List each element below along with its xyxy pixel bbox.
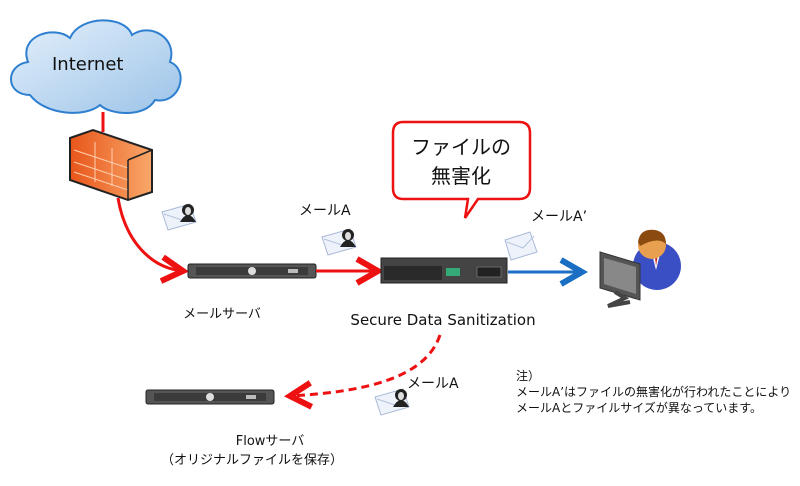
mail-server-label: メールサーバ — [183, 307, 261, 322]
sanitizer-label: Secure Data Sanitization — [350, 311, 536, 329]
clean-mail-icon — [504, 231, 538, 261]
mail-server-icon — [187, 263, 317, 279]
flow-server-sublabel: （オリジナルファイルを保存） — [160, 453, 344, 468]
malicious-mail-icon — [374, 388, 410, 416]
edge-label-mail-a: メールA — [299, 203, 351, 219]
sanitizer-server-icon — [380, 257, 508, 284]
note-line2: メールAとファイルサイズが異なっています。 — [516, 401, 763, 415]
note-line1: メールA’はファイルの無害化が行われたことにより — [516, 385, 792, 399]
internet-cloud — [10, 19, 182, 114]
flow-server-icon — [145, 389, 275, 405]
speech-bubble — [391, 120, 532, 219]
bubble-line1: ファイルの — [411, 135, 511, 159]
flow-server-label: Flowサーバ — [235, 434, 305, 449]
firewall-icon — [69, 128, 153, 202]
user-at-computer-icon — [599, 229, 681, 308]
note-title: 注） — [516, 369, 541, 383]
malicious-mail-icon — [321, 228, 357, 256]
edge-label-mail-a-prime: メールA’ — [531, 209, 588, 225]
link-firewall-mailserver — [116, 197, 183, 271]
edge-label-mail-a-flow: メールA — [407, 376, 459, 392]
link-sanitizer-flowserver — [290, 334, 442, 396]
malicious-mail-icon — [161, 203, 197, 231]
internet-label: Internet — [52, 54, 124, 75]
bubble-line2: 無害化 — [431, 164, 491, 188]
